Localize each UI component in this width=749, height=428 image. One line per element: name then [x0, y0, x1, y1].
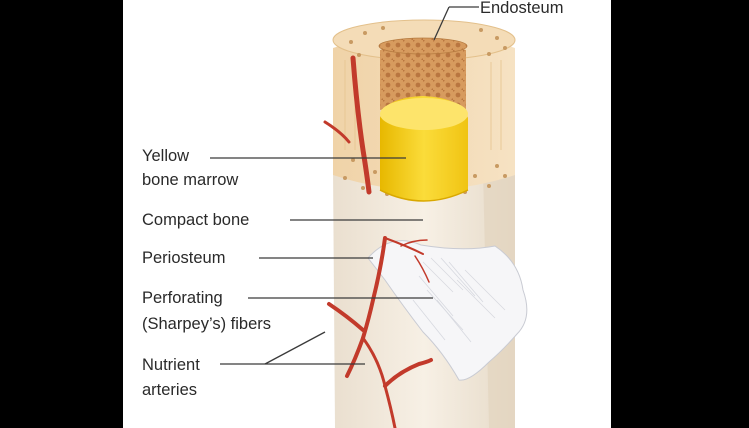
nutrient-arteries: [323, 55, 433, 428]
spongy-bone: [380, 43, 466, 110]
label-yellow-marrow-line2: bone marrow: [142, 171, 239, 189]
label-nutrient-line2: arteries: [142, 381, 198, 399]
label-yellow-marrow-line1: Yellow: [142, 147, 190, 165]
label-perforating-line1: Perforating: [142, 289, 223, 307]
label-periosteum: Periosteum: [142, 249, 226, 267]
label-endosteum: Endosteum: [480, 0, 564, 17]
leader-lines: [210, 6, 479, 365]
label-compact-bone: Compact bone: [142, 211, 250, 229]
diagram-panel: Endosteum Yellow bone marrow Compact bon…: [123, 0, 611, 428]
sharpey-fibers: [412, 257, 506, 343]
bone-illustration: [210, 6, 528, 428]
periosteum-flap: [367, 240, 528, 381]
label-perforating-line2: (Sharpey’s) fibers: [142, 315, 271, 333]
label-nutrient-line1: Nutrient: [142, 356, 200, 374]
